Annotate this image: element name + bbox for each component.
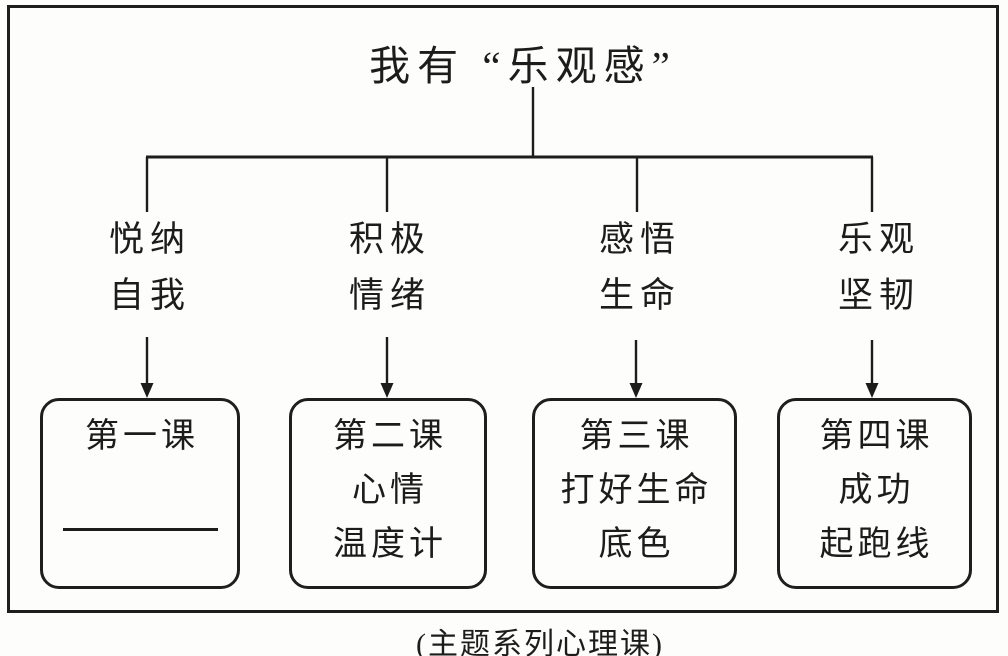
branch-label-line: 悦纳 xyxy=(108,220,192,259)
arrowhead-icon xyxy=(629,383,643,398)
arrowhead-icon xyxy=(140,383,154,398)
figure-border xyxy=(7,5,999,613)
figure-caption: (主题系列心理课) xyxy=(416,628,664,656)
arrowhead-icon xyxy=(380,383,394,398)
branch-label-yuena-ziwo: 悦纳 自我 xyxy=(103,212,191,324)
branch-label-line: 自我 xyxy=(108,276,192,315)
branch-label-line: 坚韧 xyxy=(837,276,921,315)
branch-label-line: 乐观 xyxy=(837,220,921,259)
branch-label-line: 生命 xyxy=(598,276,682,315)
course-box-lesson-4: 第四课 成功 起跑线 xyxy=(777,398,972,589)
course-box-line: 起跑线 xyxy=(819,526,934,563)
course-box-line: 成功 xyxy=(838,472,915,509)
arrowhead-icon xyxy=(865,383,879,398)
course-box-lesson-1: 第一课 xyxy=(40,398,240,589)
branch-label-line: 感悟 xyxy=(598,220,682,259)
course-box-line: 第三课 xyxy=(579,418,694,455)
course-box-lesson-3: 第三课 打好生命 底色 xyxy=(532,398,737,589)
branch-label-jiji-qingxu: 积极 情绪 xyxy=(343,212,431,324)
course-box-line: 底色 xyxy=(598,526,675,563)
branch-label-leguan-jianren: 乐观 坚韧 xyxy=(832,212,920,324)
branch-label-line: 积极 xyxy=(348,220,432,259)
chart-title: 我有 “乐观感” xyxy=(369,43,677,89)
course-box-line: 第四课 xyxy=(819,418,934,455)
course-box-line: 第二课 xyxy=(333,418,447,455)
course-box-lesson-2: 第二课 心情 温度计 xyxy=(289,398,487,589)
branch-label-line: 情绪 xyxy=(348,276,432,315)
branch-label-ganwu-shengming: 感悟 生命 xyxy=(593,212,681,324)
course-box-line: 打好生命 xyxy=(560,472,713,509)
course-box-line: 第一课 xyxy=(85,418,199,455)
fill-in-blank-line xyxy=(62,528,218,531)
course-box-line: 心情 xyxy=(352,472,428,509)
course-box-line: 温度计 xyxy=(333,526,447,563)
